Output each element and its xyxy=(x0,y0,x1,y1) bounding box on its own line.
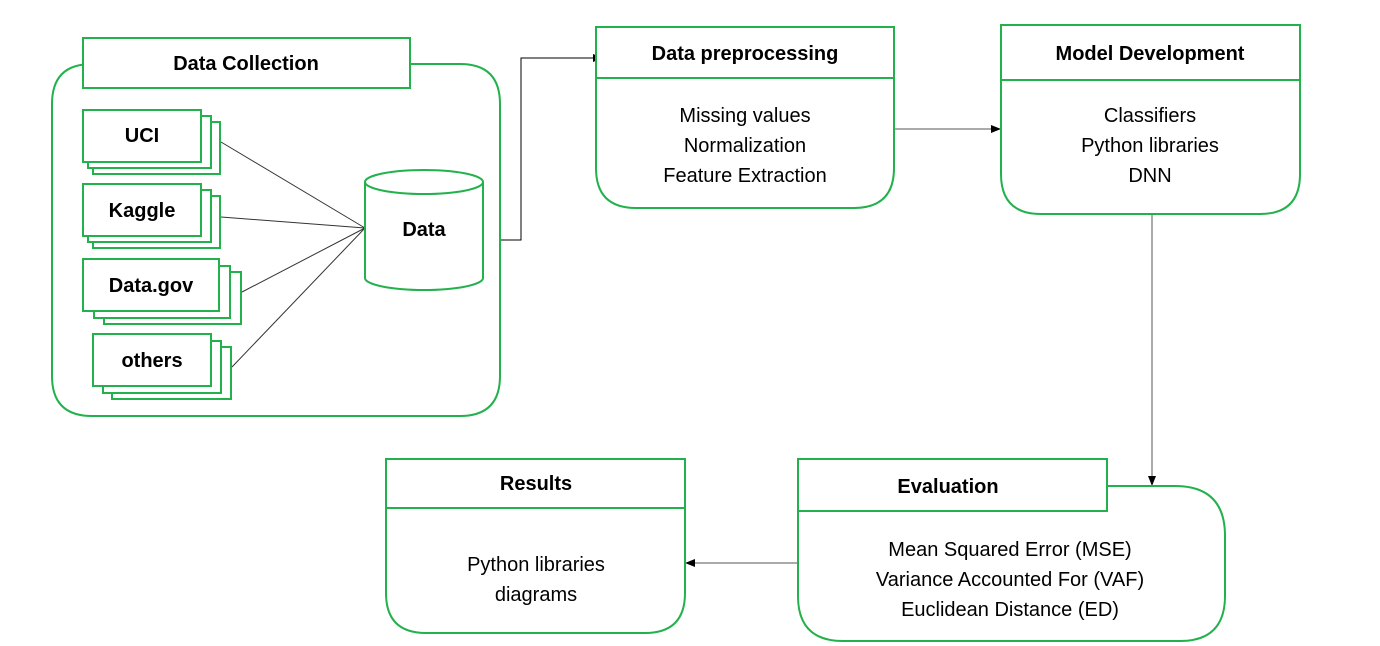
data-collection-group: Data Collection UCI Kaggle Data.gov othe… xyxy=(51,37,501,417)
evaluation-item: Mean Squared Error (MSE) xyxy=(888,539,1131,561)
results-box: Results Python libraries diagrams xyxy=(385,458,686,634)
data-store-label: Data xyxy=(402,219,446,241)
source-data-gov: Data.gov xyxy=(82,258,242,325)
results-item: Python libraries xyxy=(467,554,605,576)
source-label: Kaggle xyxy=(109,200,176,222)
evaluation-item: Euclidean Distance (ED) xyxy=(901,599,1119,621)
results-item: diagrams xyxy=(495,584,577,606)
source-connectors xyxy=(220,141,366,368)
data-store-cylinder: Data xyxy=(364,169,484,291)
evaluation-title: Evaluation xyxy=(897,476,998,498)
arrow-collection-to-preprocessing xyxy=(501,54,603,241)
model-development-item: Python libraries xyxy=(1081,135,1219,157)
evaluation-box: Evaluation Mean Squared Error (MSE) Vari… xyxy=(797,458,1226,642)
preprocessing-item: Normalization xyxy=(684,135,806,157)
source-uci: UCI xyxy=(82,109,221,175)
data-collection-container xyxy=(51,63,501,417)
data-collection-title: Data Collection xyxy=(173,53,319,75)
preprocessing-item: Missing values xyxy=(679,105,810,127)
data-collection-title-box xyxy=(82,37,411,89)
preprocessing-item: Feature Extraction xyxy=(663,165,826,187)
source-kaggle: Kaggle xyxy=(82,183,221,249)
preprocessing-box: Data preprocessing Missing values Normal… xyxy=(595,26,895,209)
model-development-box: Model Development Classifiers Python lib… xyxy=(1000,24,1301,215)
model-development-item: Classifiers xyxy=(1104,105,1196,127)
source-others: others xyxy=(92,333,232,400)
results-title: Results xyxy=(500,473,572,495)
model-development-title: Model Development xyxy=(1056,43,1245,65)
source-label: Data.gov xyxy=(109,275,194,297)
source-label: UCI xyxy=(125,125,159,147)
source-label: others xyxy=(121,350,182,372)
preprocessing-title: Data preprocessing xyxy=(652,43,839,65)
evaluation-item: Variance Accounted For (VAF) xyxy=(876,569,1144,591)
model-development-item: DNN xyxy=(1128,165,1171,187)
